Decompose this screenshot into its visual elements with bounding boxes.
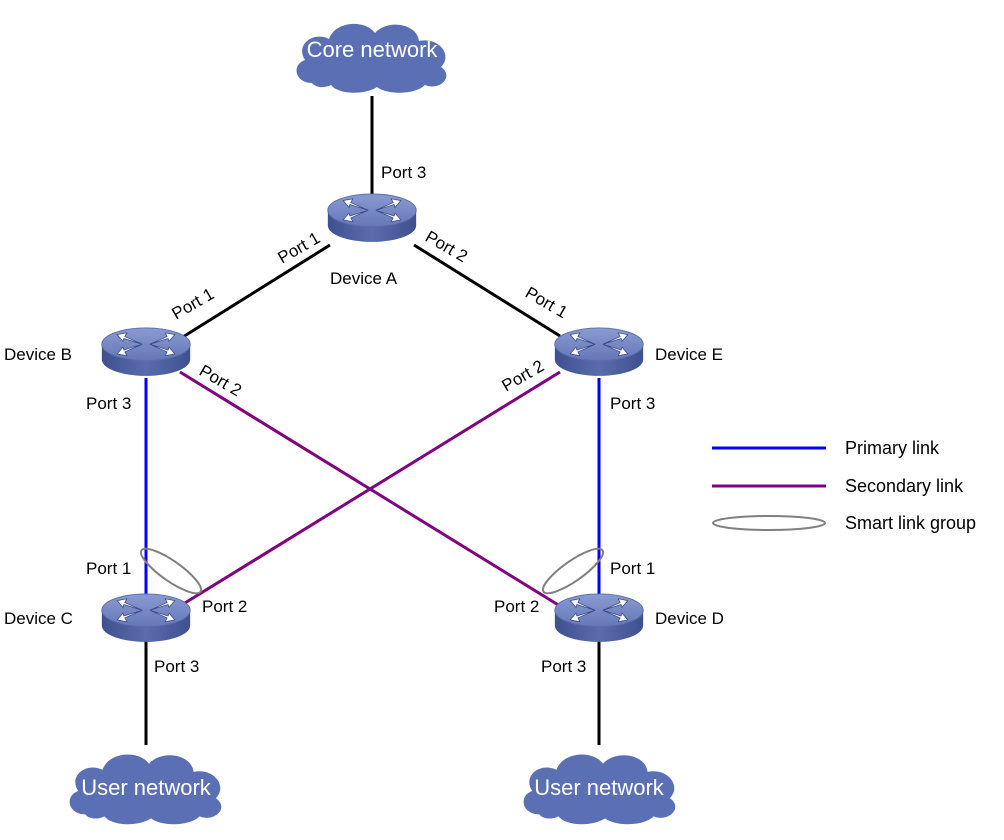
port-a-3: Port 3: [381, 163, 426, 182]
port-a-2: Port 2: [422, 227, 471, 266]
legend-secondary-label: Secondary link: [845, 476, 964, 496]
port-b-3: Port 3: [86, 394, 131, 413]
port-a-1: Port 1: [275, 228, 324, 267]
legend-group-label: Smart link group: [845, 513, 976, 533]
device-a-icon: [327, 193, 417, 243]
port-c-3: Port 3: [154, 657, 199, 676]
device-d-label: Device D: [655, 609, 724, 628]
link-a-b: [177, 243, 331, 342]
port-d-3: Port 3: [541, 657, 586, 676]
user-network-label-right: User network: [534, 775, 665, 800]
legend-group-swatch: [712, 515, 826, 531]
device-a-label: Device A: [330, 269, 398, 288]
smart-link-group-d: [541, 547, 605, 595]
core-network-cloud: Core network: [296, 23, 447, 93]
device-c-icon: [101, 593, 191, 643]
port-e-2: Port 2: [499, 356, 548, 395]
user-network-label-left: User network: [81, 775, 212, 800]
port-c-1: Port 1: [86, 559, 131, 578]
device-b-icon: [101, 327, 191, 377]
user-network-cloud-left: User network: [69, 754, 222, 825]
port-d-1: Port 1: [610, 559, 655, 578]
port-e-3: Port 3: [610, 394, 655, 413]
port-b-2: Port 2: [196, 361, 245, 400]
port-d-2: Port 2: [494, 597, 539, 616]
port-c-2: Port 2: [202, 597, 247, 616]
legend-primary-label: Primary link: [845, 438, 940, 458]
port-b-1: Port 1: [169, 284, 218, 323]
device-e-icon: [554, 327, 644, 377]
legend: Primary link Secondary link Smart link g…: [712, 438, 976, 533]
uplinks: [144, 96, 601, 745]
user-network-cloud-right: User network: [523, 754, 676, 825]
core-network-label: Core network: [307, 37, 439, 62]
smart-link-group-c: [139, 547, 203, 595]
link-a-e: [413, 243, 561, 338]
device-b-label: Device B: [4, 345, 72, 364]
secondary-links: [179, 370, 561, 608]
device-e-label: Device E: [655, 345, 723, 364]
device-d-icon: [554, 593, 644, 643]
secondary-link-e-c: [179, 370, 561, 608]
device-c-label: Device C: [4, 609, 73, 628]
